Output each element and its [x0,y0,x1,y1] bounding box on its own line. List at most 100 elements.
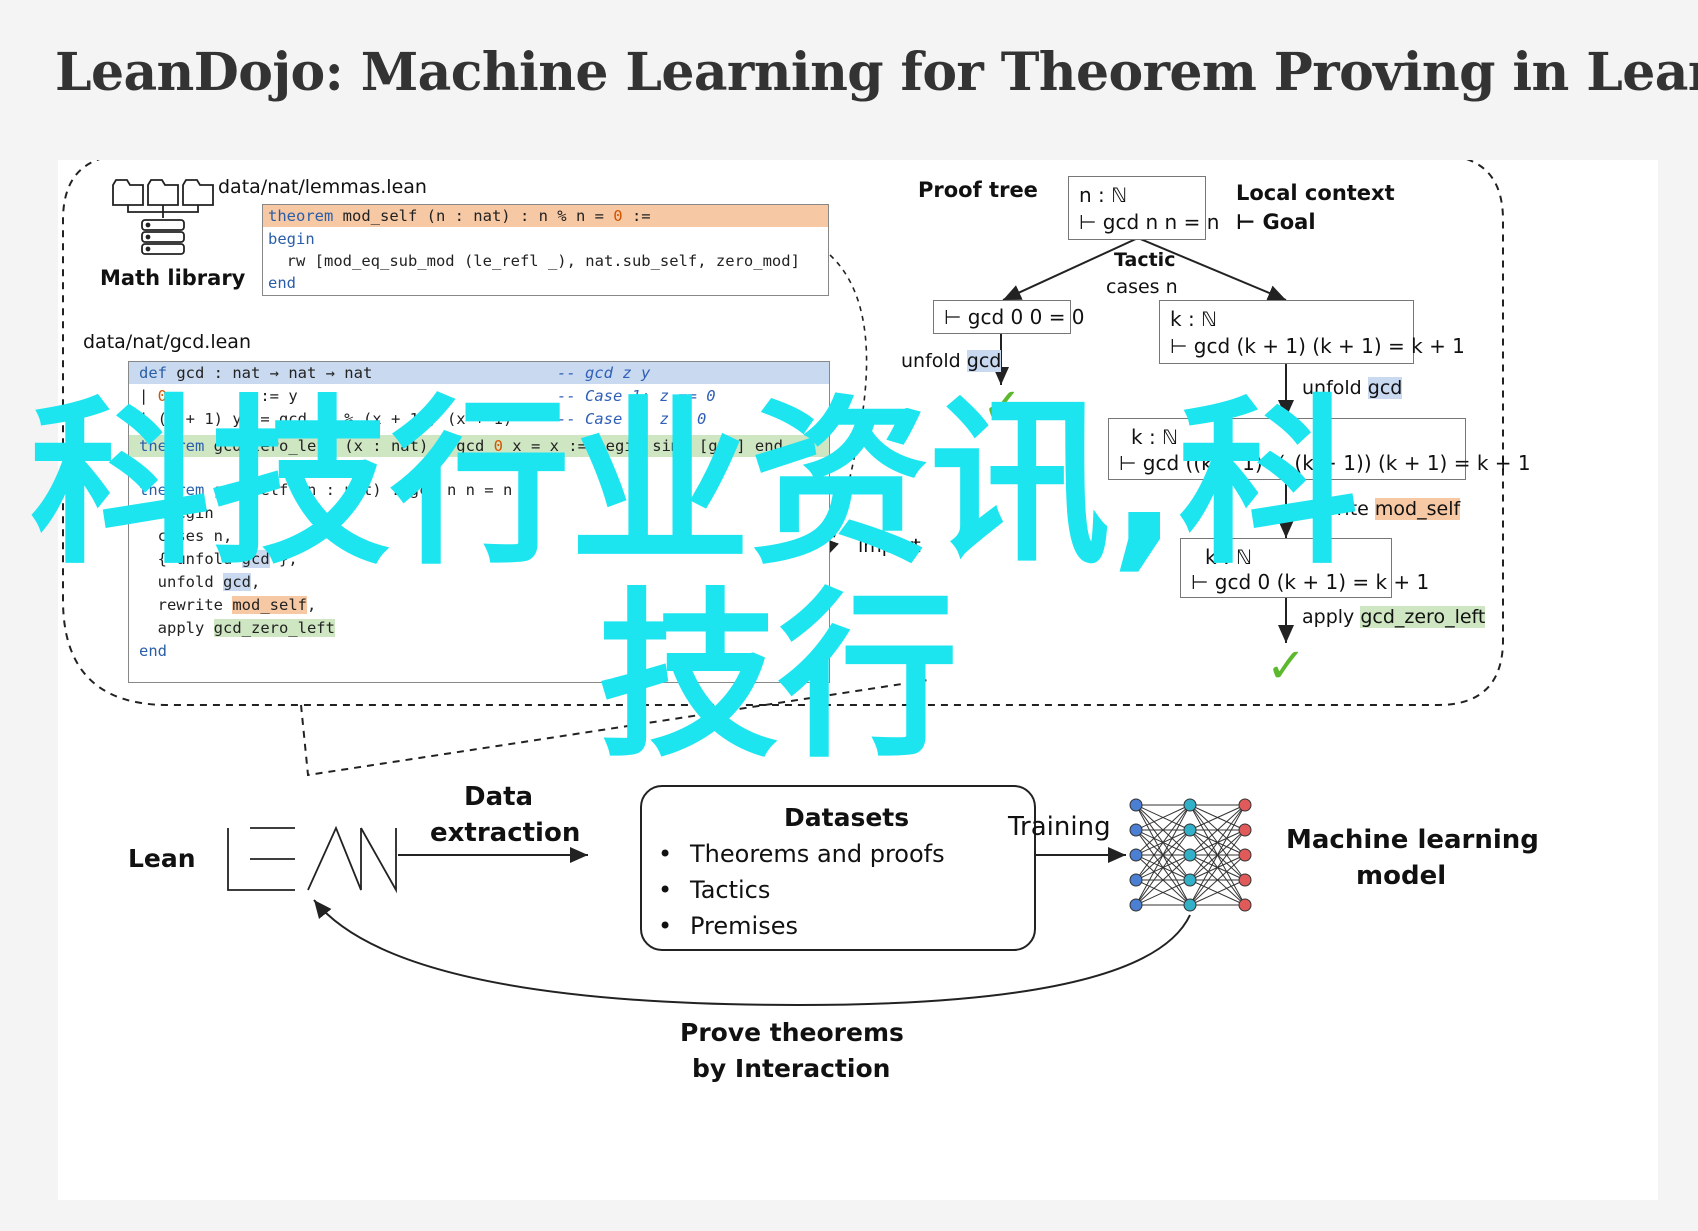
dataset-item: Tactics [690,876,771,904]
proof-tree-title: Proof tree [918,178,1038,202]
check-icon: ✓ [1266,638,1307,694]
nn-node [1183,848,1197,862]
nn-node [1183,823,1197,837]
code-line: cases n, [139,527,233,545]
page-title: LeanDojo: Machine Learning for Theorem P… [55,42,1698,103]
dataset-item: • [658,840,673,868]
dataset-item: • [658,912,673,940]
ml-model-label: Machine learning [1286,825,1539,855]
code-line: { unfold gcd }, [139,550,298,568]
nn-edge [1189,804,1246,881]
diagram-canvas [62,160,1504,1007]
nn-node [1238,873,1252,887]
prove-theorems-label: Prove theorems [680,1018,904,1047]
nn-node [1183,873,1197,887]
nn-node [1183,898,1197,912]
math-library-label: Math library [100,266,246,290]
data-extraction-label: Data [464,782,534,812]
check-icon: ✓ [982,378,1023,434]
nn-edge [1135,804,1191,856]
import-arrow [826,254,868,556]
code-line: := begin [139,504,214,522]
code-line: apply gcd_zero_left [139,619,335,637]
code-line: begin [268,230,315,248]
nn-node [1238,898,1252,912]
nn-edge [1135,804,1191,881]
tactic-cases: cases n [1106,276,1178,298]
code-line: theorem mod_self (n : nat) : n % n = 0 :… [268,207,651,225]
nn-edge [1135,854,1191,906]
code-lemmas: theorem mod_self (n : nat) : n % n = 0 :… [262,204,829,296]
dataset-item: Premises [690,912,798,940]
nn-node [1129,848,1143,862]
nn-edge [1135,879,1191,906]
proof-node-zero: ⊢ gcd 0 0 = 0 [933,300,1085,334]
datasets-title: Datasets [784,803,910,832]
nn-edge [1189,879,1246,906]
proof-node-root: n : ℕ ⊢ gcd n n = n [1068,176,1219,240]
nn-edge [1135,804,1191,831]
tactic-unfold-left: unfold gcd [901,350,1002,372]
nn-edge [1189,804,1246,856]
figure: data/nat/lemmas.lean Math library data/n… [58,160,1658,1200]
arrow-model-to-lean [313,899,1191,1007]
nn-node [1129,898,1143,912]
lean-label: Lean [128,844,196,873]
code-gcd: def gcd : nat → nat → nat -- gcd z y | 0… [128,361,830,683]
training-label: Training [1008,812,1111,842]
import-label: import [858,535,921,557]
local-context-label: Local context [1236,181,1395,205]
nn-edge [1135,829,1191,906]
code-line: unfold gcd, [139,573,261,591]
goal-label: ⊢ Goal [1236,210,1316,234]
dataset-item: • [658,876,673,904]
nn-node [1129,823,1143,837]
nn-node [1129,873,1143,887]
proof-node-zero-left: k : ℕ ⊢ gcd 0 (k + 1) = k + 1 [1180,538,1429,598]
lean-environment-region [62,160,1504,706]
tactic-label: Tactic [1114,249,1176,271]
nn-node [1238,848,1252,862]
nn-edge [1135,804,1191,906]
code-line: rw [mod_eq_sub_mod (le_refl _), nat.sub_… [268,252,800,270]
code-line: end [139,642,167,660]
nn-node [1129,798,1143,812]
prove-theorems-label: by Interaction [692,1054,891,1083]
proof-tree-edges [993,237,1294,643]
file-label-gcd: data/nat/gcd.lean [83,331,251,353]
neural-network-icon [1129,798,1252,912]
database-icon [141,219,185,255]
nn-edge [1189,829,1246,906]
code-comment: -- Case 2: z > 0 [557,410,707,428]
code-line: rewrite mod_self, [139,596,317,614]
code-comment: -- Case 1: z == 0 [557,387,716,405]
nn-edge [1189,854,1246,906]
proof-node-succ: k : ℕ ⊢ gcd (k + 1) (k + 1) = k + 1 [1159,300,1465,364]
code-line: end [268,274,296,292]
lean-logo-icon [227,825,397,894]
dataset-item: Theorems and proofs [690,840,945,868]
nn-node [1238,798,1252,812]
tactic-rewrite: rewrite mod_self [1302,498,1461,520]
code-line: theorem gcd_self (n : nat) : gcd n n = n [139,481,513,499]
tactic-unfold-right: unfold gcd [1302,377,1403,399]
code-comment: -- gcd z y [557,364,651,382]
tactic-apply: apply gcd_zero_left [1302,606,1486,628]
proof-node-mod: k : ℕ ⊢ gcd ((k + 1) % (k + 1)) (k + 1) … [1108,418,1531,480]
code-line: | (x + 1) y := gcd (y % (x + 1)) (x + 1) [139,410,513,428]
nn-edge [1189,804,1246,831]
datasets-box: Datasets • Theorems and proofs • Tactics… [640,785,1036,951]
code-line: def gcd : nat → nat → nat [139,364,373,382]
watermark-text: 技行 [598,573,959,782]
data-extraction-label: extraction [430,818,581,848]
nn-edge [1189,804,1246,906]
callout-line [300,679,929,777]
nn-node [1183,798,1197,812]
watermark-text: 科技行业资讯,科 [30,380,1359,589]
file-label-lemmas: data/nat/lemmas.lean [218,176,427,198]
code-line: theorem gcd_zero_left (x : nat) : gcd 0 … [139,437,783,455]
ml-model-label: model [1356,861,1447,891]
folder-icon [112,179,214,218]
nn-node [1238,823,1252,837]
code-line: | 0 y := y [139,387,298,405]
